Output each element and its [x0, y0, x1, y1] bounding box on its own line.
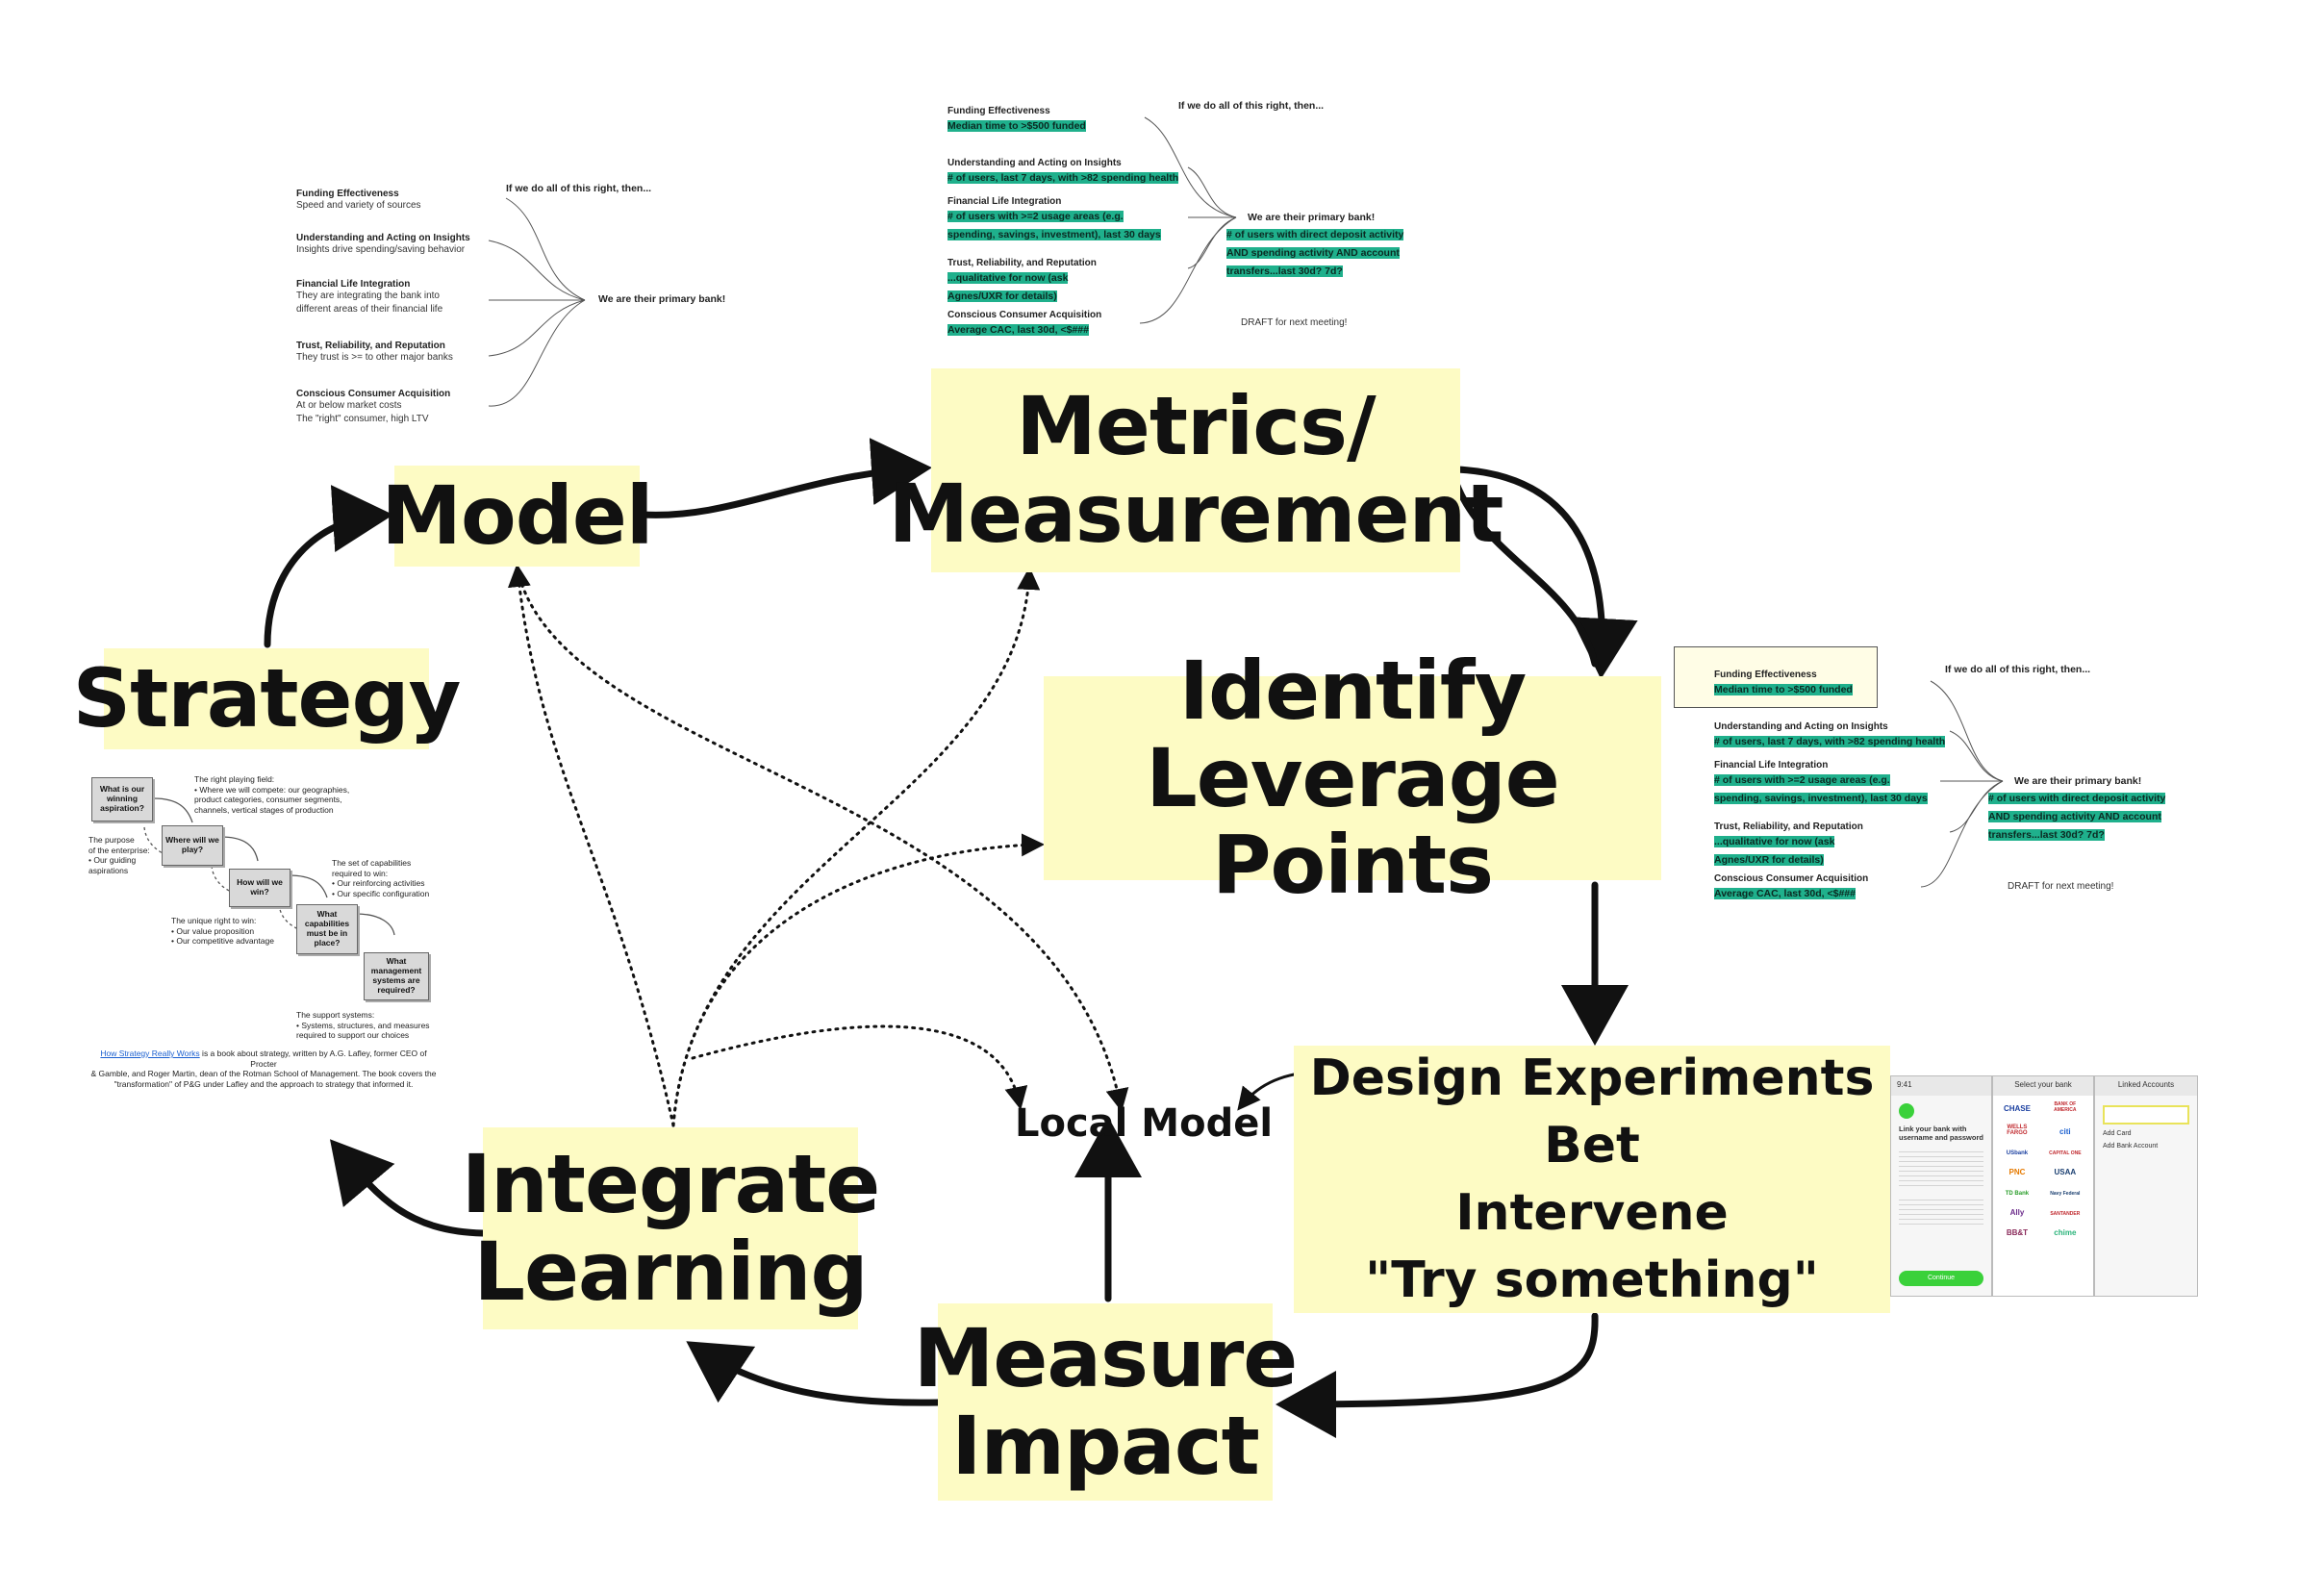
cascade-caption: How Strategy Really Works is a book abou… — [90, 1049, 437, 1089]
node-metrics-line1: Metrics/ — [1016, 379, 1376, 474]
node-design-line1: Design Experiments — [1309, 1049, 1875, 1107]
node-design-experiments[interactable]: Design Experiments Bet Intervene "Try so… — [1294, 1046, 1890, 1313]
node-identify-line1: Identify — [1178, 643, 1527, 738]
strategy-cascade: What is our winning aspiration? Where wi… — [87, 770, 452, 1087]
node-local-model[interactable]: Local Model — [1015, 1101, 1273, 1146]
node-local-model-label: Local Model — [1015, 1101, 1274, 1146]
node-integrate-learning[interactable]: Integrate Learning — [462, 1127, 880, 1329]
tree-plain-item: Funding Effectiveness Speed and variety … — [296, 189, 421, 211]
cascade-box-management: What management systems are required? — [364, 952, 429, 1000]
node-measure-line2: Impact — [951, 1398, 1260, 1493]
tree-metrics-item: Financial Life Integration # of users wi… — [947, 196, 1161, 240]
node-measure-line1: Measure — [913, 1310, 1298, 1405]
cascade-box-capabilities: What capabilities must be in place? — [296, 904, 358, 954]
add-bank-row[interactable]: Add Bank Account — [2103, 1143, 2159, 1150]
success-check-icon — [1899, 1103, 1914, 1119]
tree-plain-item: Understanding and Acting on Insights Ins… — [296, 233, 470, 255]
node-design-line2: Bet — [1544, 1116, 1640, 1175]
node-metrics-line2: Measurement — [888, 467, 1504, 561]
node-model[interactable]: Model — [381, 466, 654, 567]
tree-metrics-top-conclusion: We are their primary bank! — [1248, 212, 1376, 223]
arrow-measure-to-integrate — [686, 1341, 942, 1406]
node-design-line3: Intervene — [1455, 1184, 1729, 1242]
tree-metrics-top-header: If we do all of this right, then... — [1178, 100, 1325, 112]
arrow-model-to-metrics — [639, 438, 932, 518]
linked-account-card[interactable] — [2103, 1105, 2189, 1125]
cascade-box-how-win: How will we win? — [229, 869, 290, 907]
dotted-integrate-to-metrics — [671, 567, 1041, 1127]
tree-metrics-right-frame — [1674, 646, 1878, 708]
tree-plain-item: Trust, Reliability, and Reputation They … — [296, 341, 453, 363]
node-strategy[interactable]: Strategy — [73, 648, 461, 749]
tree-metrics-item: Conscious Consumer Acquisition Average C… — [1714, 873, 1869, 899]
arrow-integrate-to-strategy — [329, 1139, 487, 1237]
tree-metrics-right: If we do all of this right, then... We a… — [1714, 664, 2195, 904]
tree-metrics-right-lines — [1920, 680, 2004, 888]
node-identify-line2: Leverage Points — [1146, 730, 1559, 913]
node-model-label: Model — [381, 468, 653, 564]
dotted-strategy-to-localmodel — [691, 1024, 1028, 1110]
continue-button[interactable]: Continue — [1899, 1271, 1983, 1286]
cascade-box-where-play: Where will we play? — [162, 825, 223, 866]
tree-metrics-right-conclusion: We are their primary bank! — [2014, 775, 2142, 787]
cascade-note: The unique right to win:• Our value prop… — [171, 916, 274, 947]
tree-metrics-item: Financial Life Integration # of users wi… — [1714, 760, 1928, 804]
tree-metrics-top-note: DRAFT for next meeting! — [1241, 317, 1348, 328]
tree-metrics-item: Funding Effectiveness Median time to >$5… — [947, 106, 1086, 132]
cascade-note: The support systems:• Systems, structure… — [296, 1010, 430, 1041]
tree-plain: If we do all of this right, then... We a… — [296, 183, 748, 442]
node-strategy-label: Strategy — [72, 651, 462, 746]
arrow-metrics-to-identify-a — [1453, 466, 1638, 679]
node-identify-leverage[interactable]: Identify Leverage Points — [1044, 647, 1661, 909]
node-measure-impact[interactable]: Measure Impact — [914, 1303, 1298, 1501]
dotted-model-to-localmodel — [518, 575, 1129, 1112]
dotted-integrate-to-identify — [671, 833, 1045, 1127]
tree-plain-header: If we do all of this right, then... — [506, 183, 652, 194]
tree-metrics-right-header: If we do all of this right, then... — [1945, 664, 2091, 675]
tree-metrics-item: Trust, Reliability, and Reputation ...qu… — [1714, 821, 1863, 866]
cascade-note: The right playing field:• Where we will … — [194, 774, 350, 815]
tree-metrics-item: Understanding and Acting on Insights # o… — [1714, 721, 1946, 747]
tree-metrics-top: If we do all of this right, then... We a… — [947, 100, 1428, 341]
tree-metrics-top-lines — [1139, 116, 1237, 324]
tree-metrics-item: Conscious Consumer Acquisition Average C… — [947, 310, 1102, 336]
cascade-book-link[interactable]: How Strategy Really Works — [100, 1049, 200, 1058]
node-integrate-line2: Learning — [473, 1225, 868, 1319]
tree-plain-item: Conscious Consumer Acquisition At or bel… — [296, 389, 451, 424]
add-card-row[interactable]: Add Card — [2103, 1130, 2132, 1137]
tree-metrics-right-note: DRAFT for next meeting! — [2008, 881, 2114, 892]
phone-screen-linked-accounts: Linked Accounts Add Card Add Bank Accoun… — [2094, 1075, 2198, 1297]
node-integrate-line1: Integrate — [461, 1137, 881, 1232]
tree-metrics-item: Funding Effectiveness Median time to >$5… — [1714, 670, 1853, 695]
cascade-box-aspiration: What is our winning aspiration? — [91, 777, 153, 821]
tree-plain-item: Financial Life Integration They are inte… — [296, 279, 443, 315]
arrow-strategy-to-model — [264, 485, 393, 648]
tree-metrics-item: Trust, Reliability, and Reputation ...qu… — [947, 258, 1097, 302]
dotted-integrate-to-model — [507, 564, 675, 1127]
arrow-design-to-measure — [1276, 1312, 1599, 1438]
tree-metrics-item: Understanding and Acting on Insights # o… — [947, 158, 1179, 184]
node-metrics-measurement[interactable]: Metrics/ Measurement — [889, 368, 1503, 572]
node-design-line4: "Try something" — [1365, 1251, 1819, 1310]
tree-plain-lines — [488, 197, 586, 407]
tree-plain-conclusion: We are their primary bank! — [598, 293, 726, 305]
